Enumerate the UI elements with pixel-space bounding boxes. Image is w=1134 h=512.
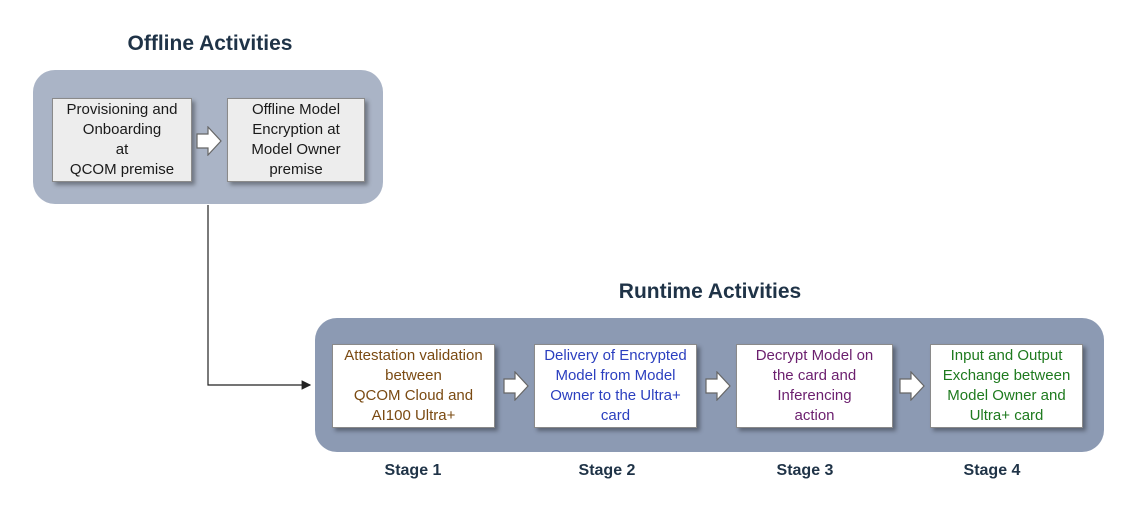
box-line: Input and Output — [950, 347, 1063, 364]
box-line: QCOM premise — [69, 161, 175, 178]
box-line: Inferencing — [777, 387, 852, 404]
right-arrow-icon — [899, 371, 925, 401]
runtime-activities-title: Runtime Activities — [618, 280, 802, 303]
offline-model-encryption-box: Offline Model Encryption at Model Owner … — [227, 98, 365, 182]
box-line: Owner to the Ultra+ — [550, 387, 681, 404]
box-line: Model from Model — [555, 367, 676, 384]
box-line: Provisioning and — [66, 101, 178, 118]
box-line: between — [385, 367, 442, 384]
stage-3-label: Stage 3 — [776, 462, 834, 479]
box-line: action — [794, 407, 835, 424]
box-line: Offline Model — [251, 101, 341, 118]
provisioning-onboarding-box: Provisioning and Onboarding at QCOM prem… — [52, 98, 192, 182]
box-line: Ultra+ card — [969, 407, 1044, 424]
input-output-exchange-box: Input and Output Exchange between Model … — [930, 344, 1083, 428]
right-arrow-icon — [503, 371, 529, 401]
box-line: the card and — [772, 367, 857, 384]
stage-1-label: Stage 1 — [384, 462, 442, 479]
box-line: Encryption at — [252, 121, 340, 138]
box-line: Attestation validation — [344, 347, 483, 364]
attestation-validation-box: Attestation validation between QCOM Clou… — [332, 344, 495, 428]
right-arrow-icon — [705, 371, 731, 401]
box-line: Model Owner — [251, 141, 341, 158]
delivery-encrypted-model-box: Delivery of Encrypted Model from Model O… — [534, 344, 697, 428]
offline-activities-title: Offline Activities — [127, 32, 293, 55]
box-line: Onboarding — [82, 121, 162, 138]
box-line: Exchange between — [942, 367, 1071, 384]
decrypt-model-box: Decrypt Model on the card and Inferencin… — [736, 344, 893, 428]
box-line: Delivery of Encrypted — [544, 347, 687, 364]
box-line: card — [600, 407, 631, 424]
box-line: premise — [269, 161, 323, 178]
right-arrow-icon — [196, 126, 222, 156]
stage-4-label: Stage 4 — [963, 462, 1021, 479]
box-line: at — [115, 141, 129, 158]
box-line: Decrypt Model on — [755, 347, 874, 364]
box-line: Model Owner and — [947, 387, 1066, 404]
box-line: AI100 Ultra+ — [371, 407, 456, 424]
box-line: QCOM Cloud and — [353, 387, 474, 404]
stage-2-label: Stage 2 — [578, 462, 636, 479]
